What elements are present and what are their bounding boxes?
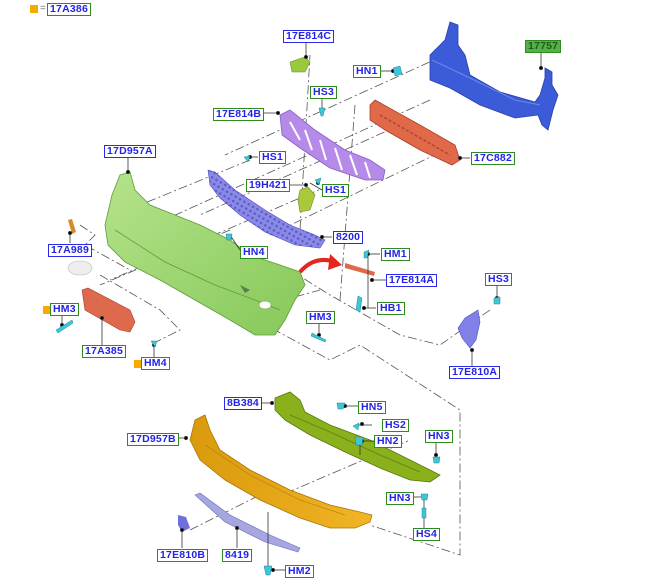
- label-HS2[interactable]: HS2: [382, 419, 410, 432]
- bumper-reinforcement-17757[interactable]: [429, 21, 559, 131]
- curved-arrow-icon: [298, 254, 342, 274]
- clip-HS2[interactable]: [352, 422, 360, 431]
- clip-HM1[interactable]: [363, 249, 370, 259]
- clip-HN2[interactable]: [354, 436, 364, 446]
- label-HM4[interactable]: HM4: [141, 357, 170, 370]
- label-HN3[interactable]: HN3: [425, 430, 453, 443]
- clip-HN4[interactable]: [225, 233, 233, 241]
- grille-frame-17E814B[interactable]: [279, 109, 386, 181]
- label-HS1[interactable]: HS1: [322, 184, 350, 197]
- bracket-19H421[interactable]: [297, 186, 316, 213]
- label-HN1[interactable]: HN1: [353, 65, 381, 78]
- legend-marker-HM3: [43, 306, 51, 314]
- clip-HM4[interactable]: [150, 340, 158, 348]
- label-17A989[interactable]: 17A989: [48, 244, 92, 257]
- legend-marker-HM4: [134, 360, 142, 368]
- legend-equals: =: [40, 3, 46, 14]
- label-HS3[interactable]: HS3: [310, 86, 338, 99]
- bracket-17E810B[interactable]: [178, 515, 190, 532]
- grille-mesh-8200[interactable]: [207, 169, 326, 249]
- bracket-17E810A[interactable]: [457, 309, 481, 349]
- clip-HN3b[interactable]: [420, 493, 429, 501]
- clip-HS3b[interactable]: [493, 296, 501, 305]
- clip-HS1a[interactable]: [243, 155, 251, 163]
- clip-HS3a[interactable]: [318, 107, 326, 117]
- absorber-17C882[interactable]: [369, 99, 461, 166]
- label-HN4[interactable]: HN4: [240, 246, 268, 259]
- clip-HB1[interactable]: [355, 295, 363, 313]
- label-HB1[interactable]: HB1: [377, 302, 405, 315]
- legend-part-label[interactable]: 17A386: [47, 3, 91, 16]
- label-17E814B[interactable]: 17E814B: [213, 108, 265, 121]
- lower-cover-17D957B[interactable]: [189, 414, 373, 529]
- bracket-17E814A[interactable]: [345, 263, 375, 276]
- fastener-clips: [55, 65, 501, 576]
- label-17C882[interactable]: 17C882: [471, 152, 515, 165]
- label-HM2[interactable]: HM2: [285, 565, 314, 578]
- label-17A385[interactable]: 17A385: [82, 345, 126, 358]
- legend-marker: [30, 5, 38, 13]
- label-HS1[interactable]: HS1: [259, 151, 287, 164]
- label-HS3[interactable]: HS3: [485, 273, 513, 286]
- label-19H421[interactable]: 19H421: [246, 179, 290, 192]
- clip-HS4[interactable]: [421, 507, 427, 519]
- label-HM1[interactable]: HM1: [381, 248, 410, 261]
- label-HN2[interactable]: HN2: [374, 435, 402, 448]
- clip-HS1b[interactable]: [314, 177, 322, 186]
- clip-HN5[interactable]: [336, 402, 346, 410]
- fog-lamp-cover[interactable]: [67, 260, 93, 276]
- label-8419[interactable]: 8419: [222, 549, 253, 562]
- label-17E810A[interactable]: 17E810A: [449, 366, 501, 379]
- label-17757[interactable]: 17757: [525, 40, 562, 53]
- label-HM3[interactable]: HM3: [306, 311, 335, 324]
- label-HM3[interactable]: HM3: [50, 303, 79, 316]
- label-17D957A[interactable]: 17D957A: [104, 145, 156, 158]
- clip-HM2[interactable]: [263, 565, 273, 576]
- reflector-17A989[interactable]: [68, 219, 76, 234]
- label-17E814A[interactable]: 17E814A: [386, 274, 438, 287]
- label-HN5[interactable]: HN5: [358, 401, 386, 414]
- label-17E814C[interactable]: 17E814C: [283, 30, 335, 43]
- clip-HN1[interactable]: [392, 65, 403, 77]
- absorber-17A385[interactable]: [81, 287, 136, 333]
- label-HN3[interactable]: HN3: [386, 492, 414, 505]
- label-17E810B[interactable]: 17E810B: [157, 549, 209, 562]
- label-HS4[interactable]: HS4: [413, 528, 441, 541]
- bracket-17E814C[interactable]: [289, 56, 311, 73]
- clip-HN3a[interactable]: [432, 456, 441, 464]
- label-17D957B[interactable]: 17D957B: [127, 433, 179, 446]
- label-8B384[interactable]: 8B384: [224, 397, 262, 410]
- label-8200[interactable]: 8200: [333, 231, 364, 244]
- clip-HM3a[interactable]: [55, 319, 74, 334]
- clip-HM3b[interactable]: [310, 332, 327, 343]
- bumper-cover-17D957A[interactable]: [104, 171, 306, 336]
